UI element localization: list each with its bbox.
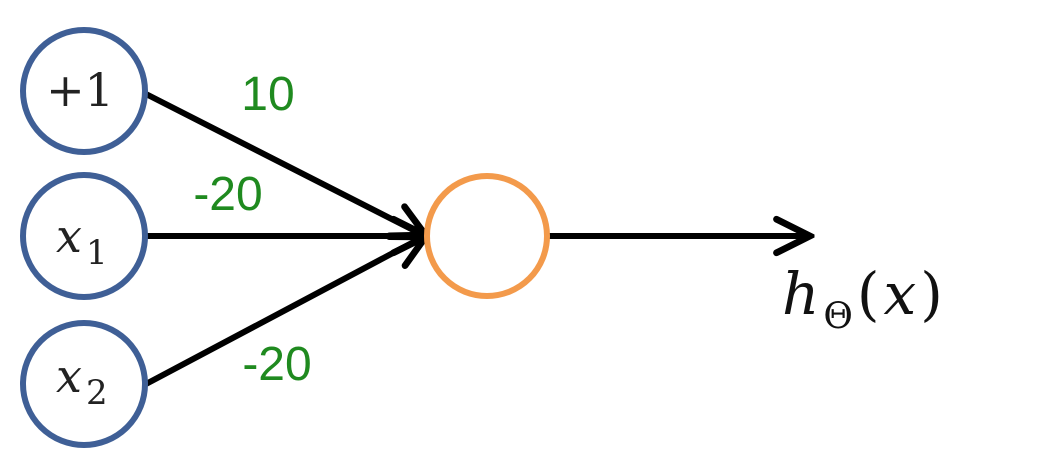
output-close-paren: )	[920, 260, 943, 328]
edge-bias-to-node	[143, 91, 425, 236]
weight-label-x2: -20	[242, 338, 311, 391]
output-argument: x	[884, 260, 917, 328]
input-label-x2-var: x	[56, 349, 82, 403]
input-label-x2: x 2	[56, 349, 108, 413]
input-label-x1: x 1	[56, 209, 108, 273]
weight-label-bias: 10	[241, 68, 294, 121]
output-subscript: Θ	[823, 296, 853, 337]
input-label-x2-sub: 2	[86, 373, 108, 413]
input-node-bias	[20, 27, 148, 155]
output-label: h Θ ( x )	[782, 260, 943, 337]
output-neuron	[424, 173, 550, 299]
weight-label-x1: -20	[193, 168, 262, 221]
input-label-x1-var: x	[56, 209, 82, 263]
edge-x2-to-node	[143, 236, 425, 387]
input-label-bias: +1	[46, 63, 114, 117]
input-label-x1-sub: 1	[86, 233, 108, 273]
input-node-x2	[20, 320, 148, 448]
output-symbol: h	[782, 260, 819, 328]
output-open-paren: (	[857, 260, 880, 328]
input-node-x1	[20, 172, 148, 300]
